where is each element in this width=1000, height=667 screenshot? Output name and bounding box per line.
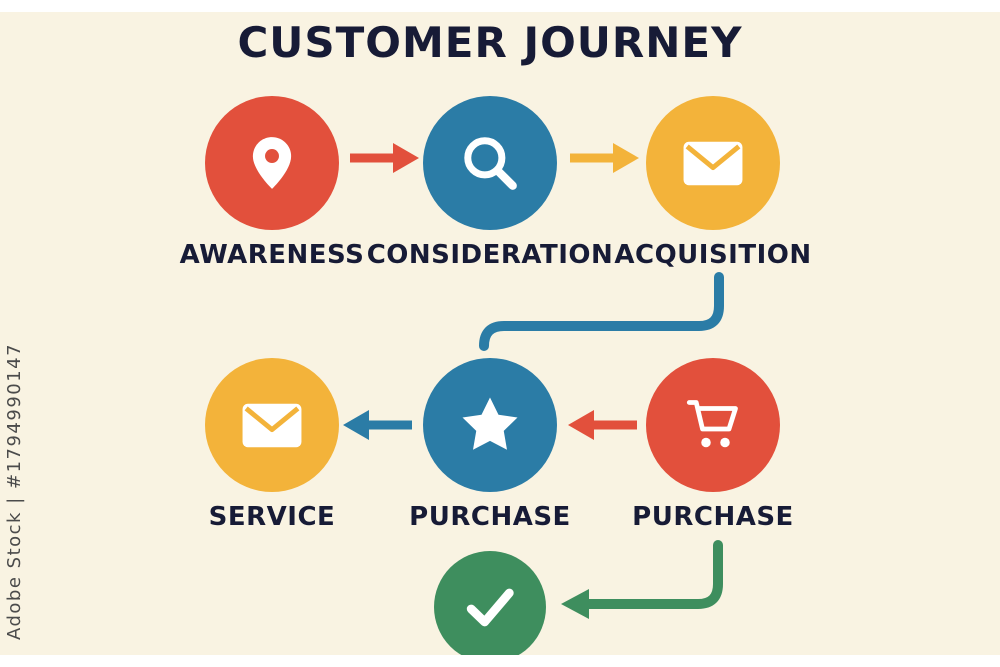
- purchase-cart-node: [646, 358, 780, 492]
- consideration-label: CONSIDERATION: [366, 240, 614, 270]
- top-white-band: [0, 0, 1000, 12]
- awareness-node: [205, 96, 339, 230]
- purchase-rating-label: PURCHASE: [409, 502, 571, 532]
- arrow-awareness-to-consideration: [350, 143, 419, 173]
- service-node: [205, 358, 339, 492]
- check-icon: [466, 588, 514, 627]
- connector-acquisition-to-purchase: [479, 272, 724, 351]
- service-label: SERVICE: [208, 502, 336, 532]
- cart-icon: [686, 400, 738, 448]
- star-icon: [462, 397, 518, 450]
- bottom-white-band: [0, 655, 1000, 667]
- consideration-node: [423, 96, 557, 230]
- arrow-cart-to-purchase: [568, 410, 637, 440]
- connector-purchase-to-completion: [561, 540, 723, 619]
- stock-watermark: Adobe Stock | #1794990147: [4, 342, 25, 640]
- arrow-purchase-to-service: [343, 410, 412, 440]
- page-title: CUSTOMER JOURNEY: [237, 18, 743, 67]
- envelope-icon: [683, 141, 743, 185]
- acquisition-node: [646, 96, 780, 230]
- completion-node: [434, 551, 546, 663]
- search-icon: [464, 137, 517, 190]
- awareness-label: AWARENESS: [179, 240, 365, 270]
- acquisition-label: ACQUISITION: [614, 240, 812, 270]
- purchase-rating-node: [423, 358, 557, 492]
- envelope-icon: [242, 403, 302, 447]
- arrow-consideration-to-acquisition: [570, 143, 639, 173]
- location-pin-icon: [252, 137, 292, 189]
- purchase-cart-label: PURCHASE: [632, 502, 794, 532]
